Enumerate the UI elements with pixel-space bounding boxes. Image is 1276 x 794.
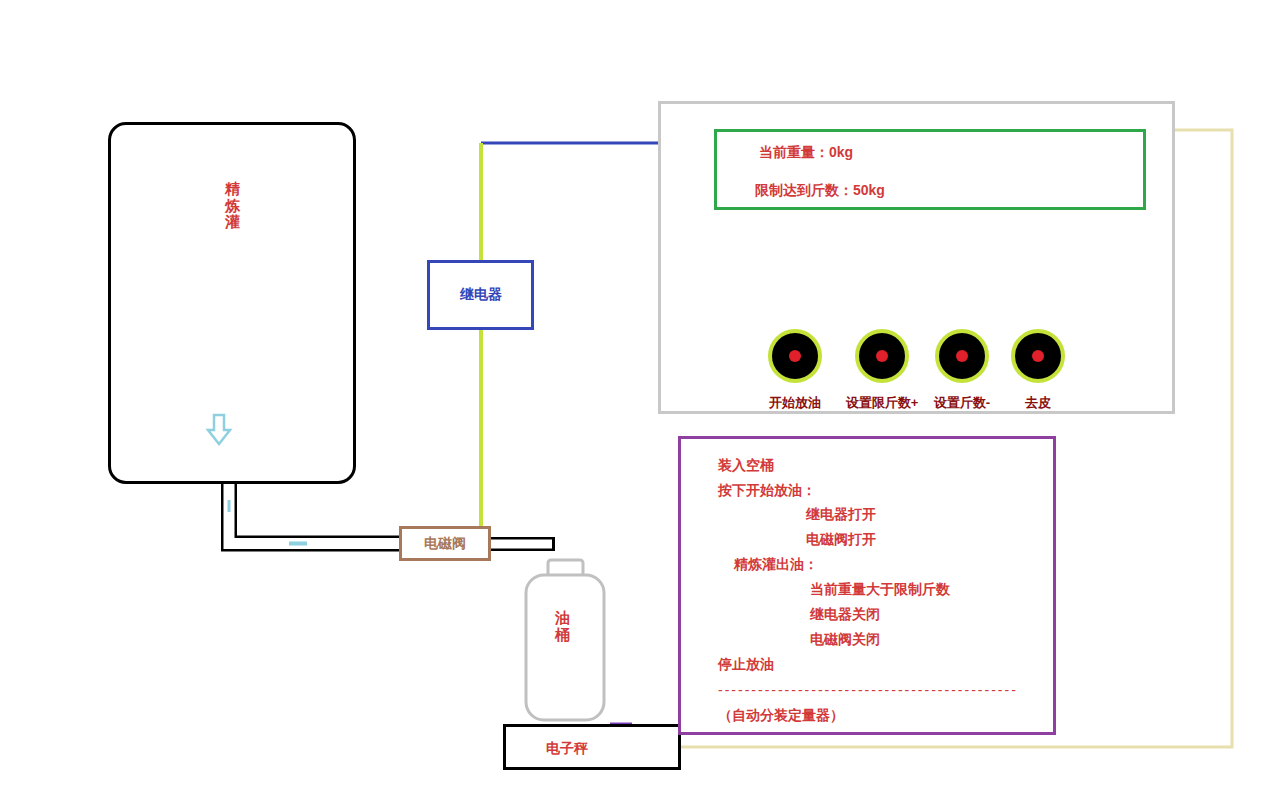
vertical-label: 精炼灌 [225,181,240,231]
push-button: 设置限斤数+ [855,329,909,383]
control-wire [479,330,483,526]
push-button: 设置斤数- [935,329,989,383]
node-label: 继电器 [460,286,502,304]
node-label: 继电器打开 [806,506,876,524]
node-label: 当前重量：0kg [759,144,853,162]
button-dot [789,350,801,362]
node-label: 继电器关闭 [810,606,880,624]
tank: 精炼灌 [108,122,356,484]
button-dot [876,350,888,362]
node-label: 电磁阀 [424,535,466,553]
button-label: 设置限斤数+ [846,394,919,412]
node-label: 按下开始放油： [718,482,816,500]
control-wire [479,143,483,260]
display-screen: 当前重量：0kg 限制达到斤数：50kg [714,129,1146,210]
connector [481,330,482,526]
node-label: 当前重量大于限制斤数 [810,581,950,599]
node-label: 停止放油 [718,656,774,674]
flow-mark [228,500,231,512]
node-label: 装入空桶 [718,457,774,475]
oil-bucket: 油桶 [523,558,607,723]
button-dot [956,350,968,362]
push-button: 开始放油 [768,329,822,383]
flow-arrow [208,415,230,444]
connector [229,482,401,544]
button-label: 设置斤数- [934,394,990,412]
flow-mark [289,542,307,546]
button-dot [1032,350,1044,362]
pipe-inner [229,482,401,544]
pipe [229,484,399,544]
procedure-box: 装入空桶按下开始放油： 继电器打开电磁阀打开精炼灌出油： 当前重量大于限制斤数继电器… [678,436,1056,735]
button-label: 去皮 [1025,394,1051,412]
pipe [488,537,555,551]
relay-box: 继电器 [427,260,534,330]
node-label: 限制达到斤数：50kg [755,182,885,200]
node-label: 精炼灌出油： [734,556,818,574]
pipe-inner [488,540,552,549]
connector [481,143,658,260]
electronic-scale: 电子秤 [503,724,681,770]
solenoid-valve: 电磁阀 [399,526,491,561]
controller-panel: 当前重量：0kg限制达到斤数：50kg开始放油设置限斤数+设置斤数-去皮 [658,101,1175,414]
node-label: 电磁阀打开 [806,531,876,549]
control-wire [481,142,658,145]
button-label: 开始放油 [769,394,821,412]
node-label: ----------------------------------------… [718,682,1018,698]
vertical-label: 油桶 [555,610,570,643]
node-label: 电子秤 [546,740,588,758]
node-label: （自动分装定量器） [718,707,844,725]
push-button: 去皮 [1011,329,1065,383]
node-label: 电磁阀关闭 [810,631,880,649]
